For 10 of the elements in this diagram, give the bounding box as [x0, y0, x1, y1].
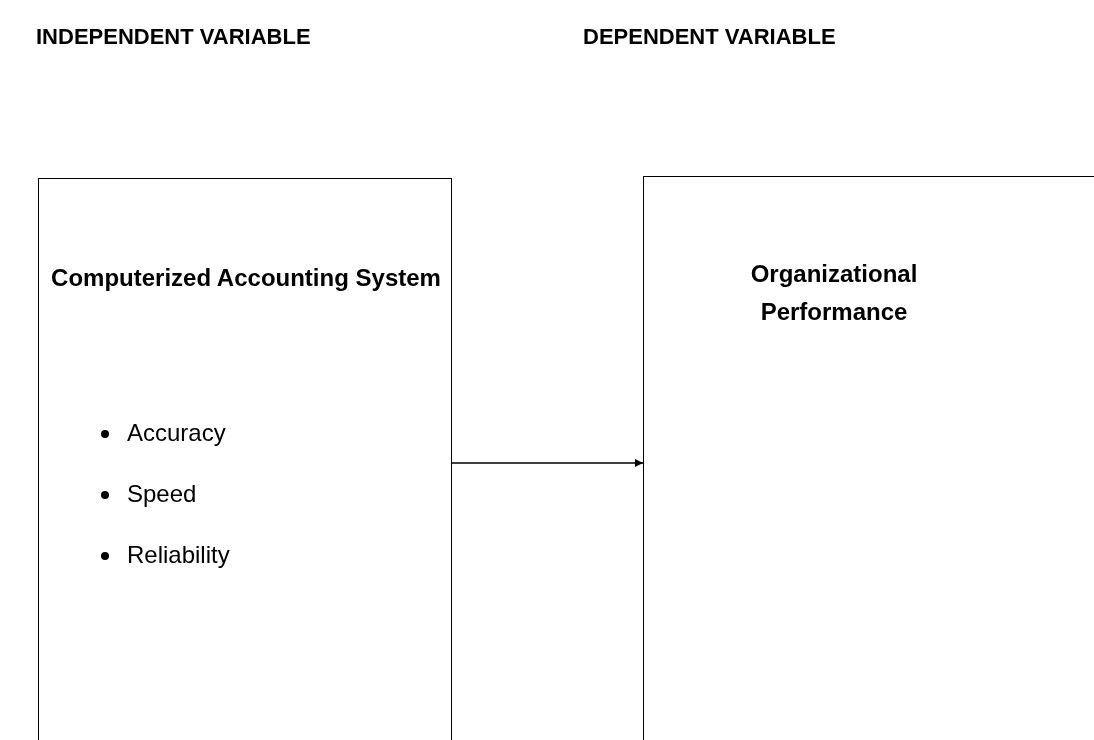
box-heading: Organizational Performance: [749, 259, 919, 327]
arrow: [451, 459, 644, 467]
list-item: Speed: [127, 480, 197, 508]
variable-box: [643, 176, 1094, 740]
box-heading: Computerized Accounting System: [50, 263, 442, 293]
column-heading: INDEPENDENT VARIABLE: [36, 24, 311, 50]
list-item: Accuracy: [127, 419, 226, 447]
column-heading: DEPENDENT VARIABLE: [583, 24, 836, 50]
variable-box: [38, 178, 452, 740]
list-item: Reliability: [127, 541, 230, 569]
